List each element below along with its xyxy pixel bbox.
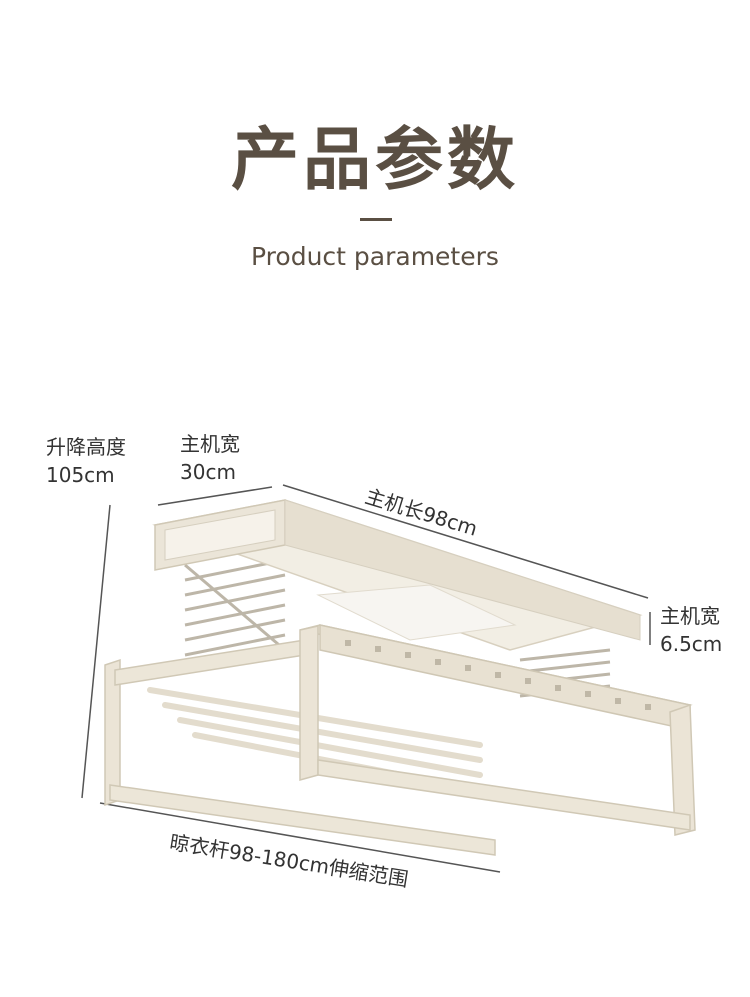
light-panel xyxy=(316,584,517,641)
lower-front-bar xyxy=(317,759,691,831)
main-width-title: 主机宽 xyxy=(180,432,240,456)
main-width-label: 主机宽 30cm xyxy=(180,430,240,486)
lift-height-line xyxy=(81,504,111,799)
main-thickness-title: 主机宽 xyxy=(660,604,720,628)
lift-height-value: 105cm xyxy=(46,463,115,487)
main-unit-bottom xyxy=(284,499,641,641)
dimension-lines xyxy=(81,484,651,873)
rack-frame-right xyxy=(299,625,319,781)
rack-bottom-bar xyxy=(109,784,496,856)
page-subtitle: Product parameters xyxy=(251,242,499,271)
scissor-lift-left xyxy=(184,558,286,657)
main-width-line xyxy=(157,486,273,506)
page-title: 产品参数 xyxy=(230,121,519,200)
main-length-line xyxy=(282,484,649,599)
lift-height-label: 升降高度 105cm xyxy=(46,433,126,489)
rail-holes xyxy=(345,640,651,710)
main-width-value: 30cm xyxy=(180,460,236,484)
lift-height-title: 升降高度 xyxy=(46,435,126,459)
main-unit-panel xyxy=(164,509,276,561)
rack-frame-far-right xyxy=(669,703,696,836)
title-divider xyxy=(360,218,392,221)
main-thickness-value: 6.5cm xyxy=(660,632,723,656)
main-thickness-label: 主机宽 6.5cm xyxy=(660,602,722,658)
rack-back-bar xyxy=(114,639,306,686)
rod-range-line xyxy=(99,802,501,873)
